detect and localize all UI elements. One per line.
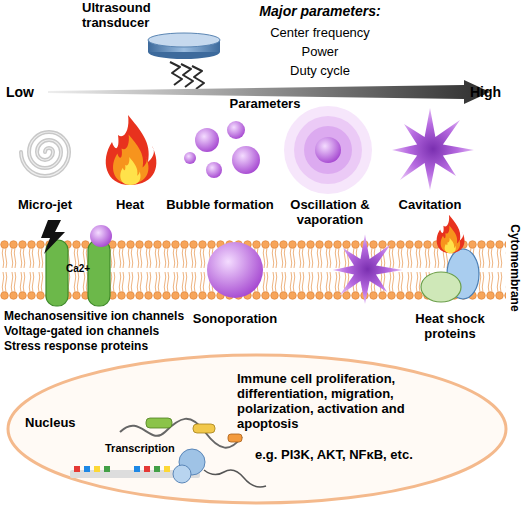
base	[74, 466, 80, 472]
base	[164, 466, 170, 472]
polymerase	[179, 449, 205, 475]
core-bubble	[315, 137, 341, 163]
effect-label: Micro-jet	[0, 198, 90, 213]
ring	[284, 106, 372, 194]
heat-shock-protein	[421, 249, 479, 302]
mechanism-label: Heat shock proteins	[390, 312, 510, 342]
oscillation-rings	[284, 106, 372, 194]
ribbon-line	[120, 419, 242, 448]
cavitation-burst	[392, 108, 474, 190]
ring	[304, 126, 352, 174]
effect-label: Bubble formation	[160, 198, 280, 213]
base	[94, 466, 100, 472]
effect-label: Heat	[90, 198, 170, 213]
axis-label: Parameters	[200, 97, 330, 112]
bubble	[227, 121, 245, 139]
micro-jet-swirl	[21, 132, 69, 176]
heat-flame	[106, 115, 157, 185]
channel-subunit	[88, 240, 110, 306]
wave-line	[170, 62, 182, 85]
base	[84, 466, 90, 472]
wave-line	[181, 64, 193, 87]
parameter-item: Duty cycle	[240, 64, 400, 79]
membrane-label: Cytomembrane	[507, 218, 521, 318]
helix-green	[146, 418, 172, 428]
lipid-bilayer	[0, 240, 506, 300]
channel-subunit	[46, 240, 68, 306]
ion-label: Ca2+	[59, 263, 97, 275]
parameters-heading: Major parameters:	[240, 3, 400, 19]
micro-jet-highlight	[21, 132, 69, 176]
protein-ribbon	[120, 418, 242, 448]
base	[104, 466, 110, 472]
transducer-body	[148, 40, 220, 52]
polymerase	[173, 465, 191, 483]
effect-label: Cavitation	[385, 198, 475, 213]
transducer-side	[148, 40, 220, 52]
process-label: Transcription	[105, 442, 195, 455]
base	[134, 466, 140, 472]
lightning-bolt	[41, 220, 65, 254]
parameter-item: Power	[240, 45, 400, 60]
sonoporation-bubble	[207, 242, 263, 298]
transducer-face	[148, 33, 220, 47]
membrane-cavitation	[333, 234, 403, 304]
dna-backbone	[70, 470, 200, 478]
bubble	[232, 146, 260, 174]
parameter-item: Center frequency	[240, 26, 400, 41]
bubble	[195, 128, 219, 152]
ultrasound-transducer	[148, 33, 220, 59]
helix-orange	[228, 434, 242, 442]
mechanism-label: Sonoporation	[185, 312, 285, 327]
base	[154, 466, 160, 472]
nucleus-ellipse: Nucleus Immune cell proliferation, differ…	[5, 352, 509, 506]
heat-flame	[437, 215, 465, 254]
mechanism-label: Stress response proteins	[4, 340, 234, 354]
pathway-examples: e.g. PI3K, AKT, NFκB, etc.	[255, 448, 455, 463]
dna-strand	[70, 466, 200, 478]
scale-end: High	[470, 84, 520, 100]
ring	[294, 116, 362, 184]
device-name: Ultrasound transducer	[82, 1, 162, 31]
protein-green	[421, 272, 461, 302]
ultrasound-waves	[170, 62, 204, 89]
bubble	[184, 152, 196, 164]
mrna-strand	[204, 470, 266, 487]
effect-label: Oscillation & vaporation	[280, 198, 380, 228]
ion-channel	[46, 240, 110, 306]
base	[144, 466, 150, 472]
transducer-bottom	[148, 45, 220, 59]
bubbles	[184, 121, 260, 178]
helix-yellow	[193, 424, 215, 433]
scale-end: Low	[6, 84, 46, 100]
compartment-name: Nucleus	[25, 416, 105, 431]
mechanism-label: Voltage-gated ion channels	[4, 325, 234, 339]
wave-line	[192, 66, 204, 89]
bubble	[90, 225, 112, 247]
nucleus-border	[8, 355, 506, 503]
outcome-text: Immune cell proliferation, differentiati…	[237, 372, 415, 432]
bubble	[206, 162, 222, 178]
protein-blue	[447, 249, 479, 299]
